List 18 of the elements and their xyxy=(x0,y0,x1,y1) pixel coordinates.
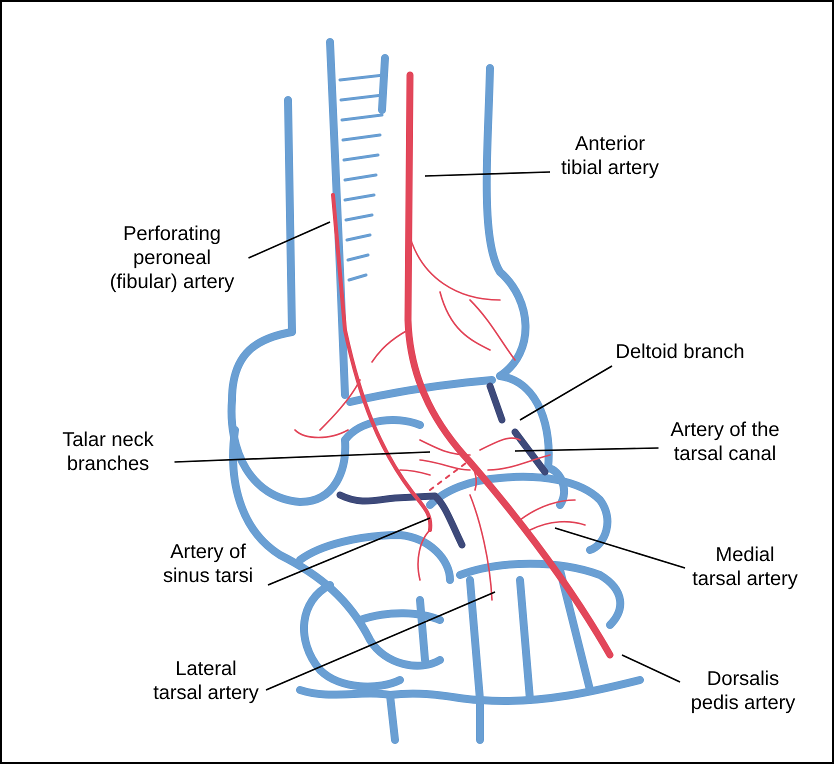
anatomy-label: Talar neck branches xyxy=(46,428,170,476)
leader-line xyxy=(266,591,496,691)
leader-line xyxy=(514,447,659,452)
anatomy-label: Dorsalis pedis artery xyxy=(684,667,802,715)
anatomy-label: Lateral tarsal artery xyxy=(150,657,262,705)
anatomy-label: Medial tarsal artery xyxy=(689,543,801,591)
anatomy-label: Anterior tibial artery xyxy=(554,132,666,180)
anatomy-label: Perforating peroneal (fibular) artery xyxy=(100,222,244,294)
leader-line xyxy=(248,221,330,259)
leader-line xyxy=(520,365,612,421)
leader-line xyxy=(268,517,430,586)
leader-line xyxy=(622,654,680,683)
leader-line xyxy=(424,171,550,177)
leader-line xyxy=(554,527,686,569)
anatomy-label: Deltoid branch xyxy=(600,340,760,364)
leader-line xyxy=(174,451,430,463)
anatomy-label: Artery of sinus tarsi xyxy=(152,540,264,588)
anatomy-label: Artery of the tarsal canal xyxy=(662,418,788,466)
